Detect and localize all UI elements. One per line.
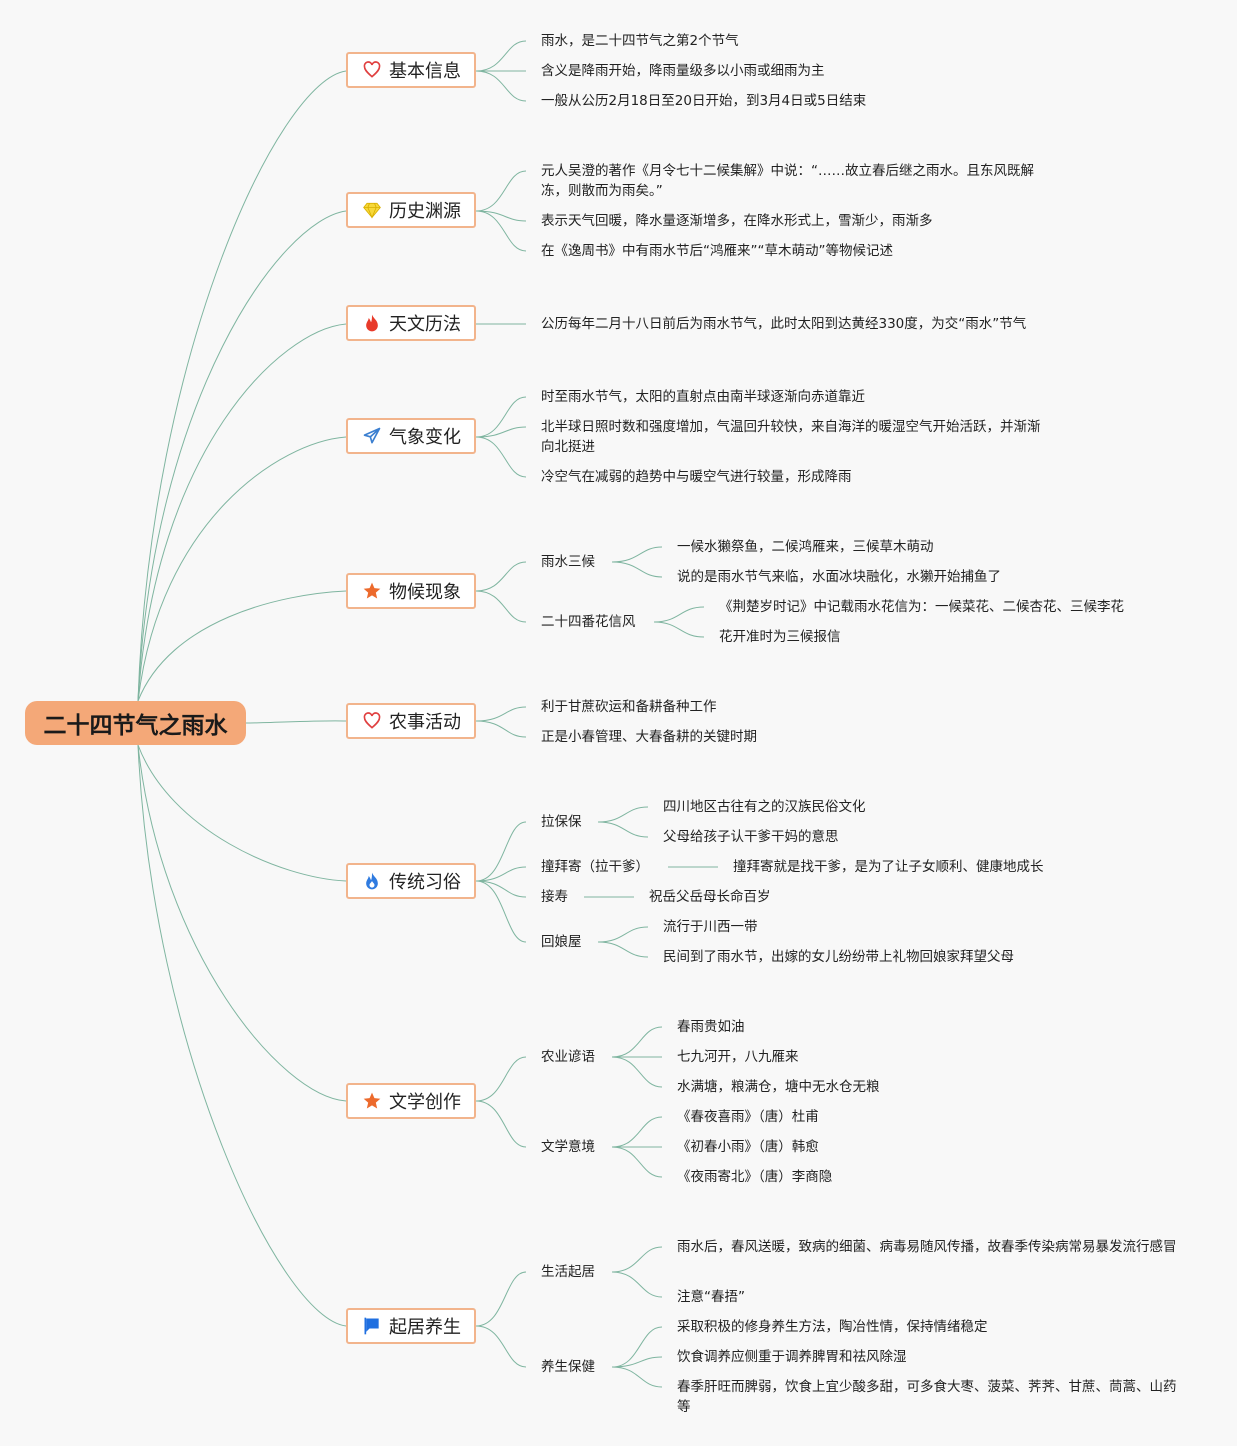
leaf-links [653, 606, 705, 638]
paper-plane-icon [361, 425, 383, 447]
leaf-links [597, 806, 649, 838]
leaf-links [611, 1326, 663, 1388]
heart-outline-icon [361, 59, 383, 81]
leaf-text[interactable]: 含义是降雨开始，降雨量级多以小雨或细雨为主 [541, 63, 825, 79]
leaf-text[interactable]: 表示天气回暖，降水量逐渐增多，在降水形式上，雪渐少，雨渐多 [541, 213, 933, 229]
leaf-text[interactable]: 父母给孩子认干爹干妈的意思 [663, 829, 839, 845]
leaf-links [475, 170, 527, 252]
leaf-text[interactable]: 四川地区古往有之的汉族民俗文化 [663, 799, 866, 815]
group-label[interactable]: 接寿 [541, 889, 568, 905]
leaf-text[interactable]: 正是小春管理、大春备耕的关键时期 [541, 729, 757, 745]
branch-customs[interactable]: 传统习俗 [346, 863, 476, 899]
leaf-text[interactable]: 祝岳父岳母长命百岁 [649, 889, 771, 905]
diamond-icon [361, 199, 383, 221]
branch-label: 历史渊源 [389, 201, 461, 222]
branch-phenology[interactable]: 物候现象 [346, 573, 476, 609]
leaf-text[interactable]: 饮食调养应侧重于调养脾胃和祛风除湿 [677, 1349, 907, 1365]
branch-label: 天文历法 [389, 314, 461, 335]
branch-link [137, 436, 347, 702]
heart-outline-icon [361, 710, 383, 732]
leaf-text[interactable]: 撞拜寄就是找干爹，是为了让子女顺利、健康地成长 [733, 859, 1044, 875]
leaf-links [475, 396, 527, 478]
star-icon [361, 1090, 383, 1112]
group-label[interactable]: 拉保保 [541, 814, 582, 830]
root-topic[interactable]: 二十四节气之雨水 [25, 701, 246, 745]
leaf-text[interactable]: 冷空气在减弱的趋势中与暖空气进行较量，形成降雨 [541, 469, 852, 485]
flag-icon [361, 1315, 383, 1337]
group-label[interactable]: 农业谚语 [541, 1049, 595, 1065]
branch-health[interactable]: 起居养生 [346, 1308, 476, 1344]
branch-basic-info[interactable]: 基本信息 [346, 52, 476, 88]
branch-link [137, 70, 347, 702]
branch-label: 气象变化 [389, 427, 461, 448]
star-icon [361, 580, 383, 602]
branch-link [137, 323, 347, 702]
branch-astronomy[interactable]: 天文历法 [346, 305, 476, 341]
leaf-text[interactable]: 《初春小雨》（唐）韩愈 [677, 1139, 819, 1155]
leaf-text[interactable]: 《春夜喜雨》（唐）杜甫 [677, 1109, 819, 1125]
leaf-text[interactable]: 《夜雨寄北》（唐）李商隐 [677, 1169, 833, 1185]
branch-label: 物候现象 [389, 582, 461, 603]
branch-history[interactable]: 历史渊源 [346, 192, 476, 228]
branch-label: 起居养生 [389, 1317, 461, 1338]
leaf-text[interactable]: 采取积极的修身养生方法，陶冶性情，保持情绪稳定 [677, 1319, 988, 1335]
branch-weather[interactable]: 气象变化 [346, 418, 476, 454]
leaf-text[interactable]: 说的是雨水节气来临，水面冰块融化，水獭开始捕鱼了 [677, 569, 1001, 585]
branch-label: 基本信息 [389, 61, 461, 82]
leaf-text[interactable]: 公历每年二月十八日前后为雨水节气，此时太阳到达黄经330度，为交“雨水”节气 [541, 316, 1027, 332]
branch-literature[interactable]: 文学创作 [346, 1083, 476, 1119]
leaf-text[interactable]: 流行于川西一带 [663, 919, 758, 935]
leaf-links [611, 1116, 663, 1178]
branch-farming[interactable]: 农事活动 [346, 703, 476, 739]
leaf-text[interactable]: 在《逸周书》中有雨水节后“鸿雁来”“草木萌动”等物候记述 [541, 243, 893, 259]
leaf-text[interactable]: 七九河开，八九雁来 [677, 1049, 799, 1065]
group-links [475, 1056, 527, 1148]
leaf-links [475, 40, 527, 102]
branch-label: 文学创作 [389, 1092, 461, 1113]
group-links [475, 821, 527, 943]
branch-link [137, 744, 347, 1102]
leaf-links [611, 1246, 663, 1298]
leaf-links [475, 706, 527, 738]
branch-label: 农事活动 [389, 712, 461, 733]
fire-icon [361, 312, 383, 334]
group-links [475, 561, 527, 623]
branch-link [137, 210, 347, 702]
leaf-text[interactable]: 一候水獭祭鱼，二候鸿雁来，三候草木萌动 [677, 539, 934, 555]
leaf-text[interactable]: 花开准时为三候报信 [719, 629, 841, 645]
branch-label: 传统习俗 [389, 872, 461, 893]
group-label[interactable]: 二十四番花信风 [541, 614, 636, 630]
leaf-text[interactable]: 雨水后，春风送暖，致病的细菌、病毒易随风传播，故春季传染病常易暴发流行感冒 [677, 1239, 1177, 1255]
leaf-text[interactable]: 水满塘，粮满仓，塘中无水仓无粮 [677, 1079, 880, 1095]
leaf-text[interactable]: 民间到了雨水节，出嫁的女儿纷纷带上礼物回娘家拜望父母 [663, 949, 1014, 965]
root-link [245, 720, 347, 724]
leaf-text[interactable]: 春雨贵如油 [677, 1019, 745, 1035]
leaf-text[interactable]: 春季肝旺而脾弱，饮食上宜少酸多甜，可多食大枣、菠菜、荠荠、甘蔗、茼蒿、山药等 [677, 1379, 1177, 1415]
leaf-text[interactable]: 注意“春捂” [677, 1289, 745, 1305]
group-label[interactable]: 生活起居 [541, 1264, 595, 1280]
branch-link [137, 744, 347, 1327]
leaf-text[interactable]: 一般从公历2月18日至20日开始，到3月4日或5日结束 [541, 93, 867, 109]
leaf-text[interactable]: 利于甘蔗砍运和备耕备种工作 [541, 699, 717, 715]
leaf-links [611, 1026, 663, 1088]
leaf-text[interactable]: 《荆楚岁时记》中记载雨水花信为：一候菜花、二候杏花、三候李花 [719, 599, 1124, 615]
leaf-links [597, 926, 649, 958]
group-links [475, 1271, 527, 1368]
group-label[interactable]: 雨水三候 [541, 554, 595, 570]
group-label[interactable]: 回娘屋 [541, 934, 582, 950]
leaf-text[interactable]: 雨水，是二十四节气之第2个节气 [541, 33, 739, 49]
water-drop-icon [361, 870, 383, 892]
leaf-text[interactable]: 元人吴澄的著作《月令七十二候集解》中说：“……故立春后继之雨水。且东风既解冻，则… [541, 163, 1034, 199]
group-label[interactable]: 养生保健 [541, 1359, 595, 1375]
branch-link [137, 590, 347, 702]
leaf-text[interactable]: 北半球日照时数和强度增加，气温回升较快，来自海洋的暖湿空气开始活跃，并渐渐向北挺… [541, 419, 1041, 455]
group-label[interactable]: 撞拜寄（拉干爹） [541, 859, 649, 875]
group-label[interactable]: 文学意境 [541, 1139, 595, 1155]
leaf-links [611, 546, 663, 578]
leaf-text[interactable]: 时至雨水节气，太阳的直射点由南半球逐渐向赤道靠近 [541, 389, 865, 405]
branch-link [137, 744, 347, 882]
